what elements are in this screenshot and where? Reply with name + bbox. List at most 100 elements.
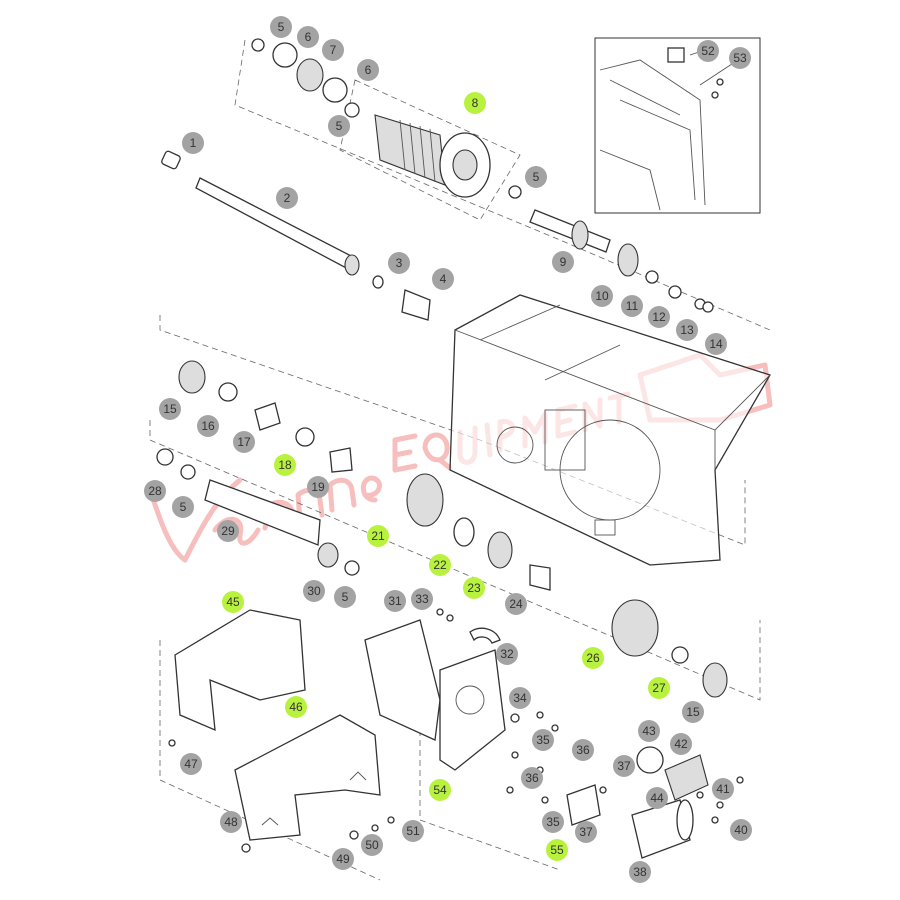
callout-label: 54 <box>433 783 447 797</box>
callout-label: 26 <box>586 651 600 665</box>
callout-label: 29 <box>221 524 235 538</box>
callout-2: 2 <box>276 187 298 209</box>
callout-50: 50 <box>361 834 383 856</box>
callout-label: 2 <box>284 191 291 205</box>
callout-11: 11 <box>621 295 643 317</box>
inset-housing-view <box>594 37 761 214</box>
callout-37: 37 <box>575 821 597 843</box>
callout-label: 41 <box>716 782 730 796</box>
callout-label: 18 <box>278 458 292 472</box>
callout-43: 43 <box>638 720 660 742</box>
callout-label: 11 <box>626 299 639 313</box>
callout-label: 7 <box>330 43 337 57</box>
callout-46: 46 <box>285 696 307 718</box>
callout-24: 24 <box>505 593 527 615</box>
callout-14: 14 <box>705 333 727 355</box>
callout-5: 5 <box>270 16 292 38</box>
callout-label: 35 <box>546 815 560 829</box>
callout-label: 28 <box>148 484 162 498</box>
callout-17: 17 <box>233 431 255 453</box>
callout-21: 21 <box>367 525 389 547</box>
callout-55: 55 <box>546 839 568 861</box>
callout-label: 16 <box>201 419 215 433</box>
callout-label: 17 <box>237 435 251 449</box>
callout-49: 49 <box>332 848 354 870</box>
callout-label: 23 <box>467 581 481 595</box>
callout-label: 48 <box>224 815 238 829</box>
callout-36: 36 <box>521 767 543 789</box>
callout-label: 5 <box>180 500 187 514</box>
callout-36: 36 <box>572 739 594 761</box>
callout-27: 27 <box>648 677 670 699</box>
callout-label: 37 <box>617 759 631 773</box>
callout-label: 8 <box>472 96 479 110</box>
callout-label: 6 <box>305 30 312 44</box>
callout-label: 38 <box>633 865 647 879</box>
callout-label: 55 <box>550 843 564 857</box>
callout-5: 5 <box>328 115 350 137</box>
callout-8: 8 <box>464 92 486 114</box>
callout-label: 45 <box>226 595 240 609</box>
callout-7: 7 <box>322 39 344 61</box>
callout-31: 31 <box>384 590 406 612</box>
callout-label: 47 <box>184 757 198 771</box>
callout-label: 40 <box>734 823 748 837</box>
callout-label: 10 <box>595 289 609 303</box>
callout-18: 18 <box>274 454 296 476</box>
callout-16: 16 <box>197 415 219 437</box>
callout-label: 1 <box>190 136 197 150</box>
callout-label: 30 <box>307 584 321 598</box>
callout-19: 19 <box>307 476 329 498</box>
callout-48: 48 <box>220 811 242 833</box>
callout-42: 42 <box>670 733 692 755</box>
callout-label: 52 <box>701 44 715 58</box>
callout-30: 30 <box>303 580 325 602</box>
callout-5: 5 <box>525 166 547 188</box>
callout-6: 6 <box>297 26 319 48</box>
callout-label: 43 <box>642 724 656 738</box>
callout-label: 13 <box>680 323 694 337</box>
callout-4: 4 <box>432 268 454 290</box>
callout-label: 19 <box>311 480 325 494</box>
callout-38: 38 <box>629 861 651 883</box>
callout-label: 24 <box>509 597 523 611</box>
callout-12: 12 <box>648 306 670 328</box>
callout-9: 9 <box>552 251 574 273</box>
callout-label: 3 <box>396 256 403 270</box>
callout-label: 5 <box>336 119 343 133</box>
callout-6: 6 <box>357 59 379 81</box>
callout-35: 35 <box>542 811 564 833</box>
callout-label: 50 <box>365 838 379 852</box>
callout-label: 34 <box>513 691 527 705</box>
parts-linework <box>156 38 771 859</box>
callout-15: 15 <box>159 398 181 420</box>
callout-label: 9 <box>560 255 567 269</box>
callout-label: 32 <box>500 647 514 661</box>
callout-label: 35 <box>536 733 550 747</box>
callout-label: 6 <box>365 63 372 77</box>
callout-label: 12 <box>652 310 666 324</box>
callout-label: 44 <box>650 791 664 805</box>
callout-label: 53 <box>733 51 747 65</box>
callout-label: 36 <box>525 771 539 785</box>
callout-label: 46 <box>289 700 303 714</box>
callout-label: 5 <box>278 20 285 34</box>
callout-26: 26 <box>582 647 604 669</box>
callout-3: 3 <box>388 252 410 274</box>
callout-41: 41 <box>712 778 734 800</box>
callout-35: 35 <box>532 729 554 751</box>
callout-label: 5 <box>342 590 349 604</box>
callout-label: 5 <box>533 170 540 184</box>
callout-47: 47 <box>180 753 202 775</box>
callout-33: 33 <box>411 588 433 610</box>
callout-10: 10 <box>591 285 613 307</box>
callout-15: 15 <box>682 701 704 723</box>
callout-label: 49 <box>336 852 350 866</box>
callout-label: 4 <box>440 272 447 286</box>
callout-44: 44 <box>646 787 668 809</box>
callout-29: 29 <box>217 520 239 542</box>
callout-label: 14 <box>709 337 723 351</box>
callout-label: 31 <box>388 594 402 608</box>
